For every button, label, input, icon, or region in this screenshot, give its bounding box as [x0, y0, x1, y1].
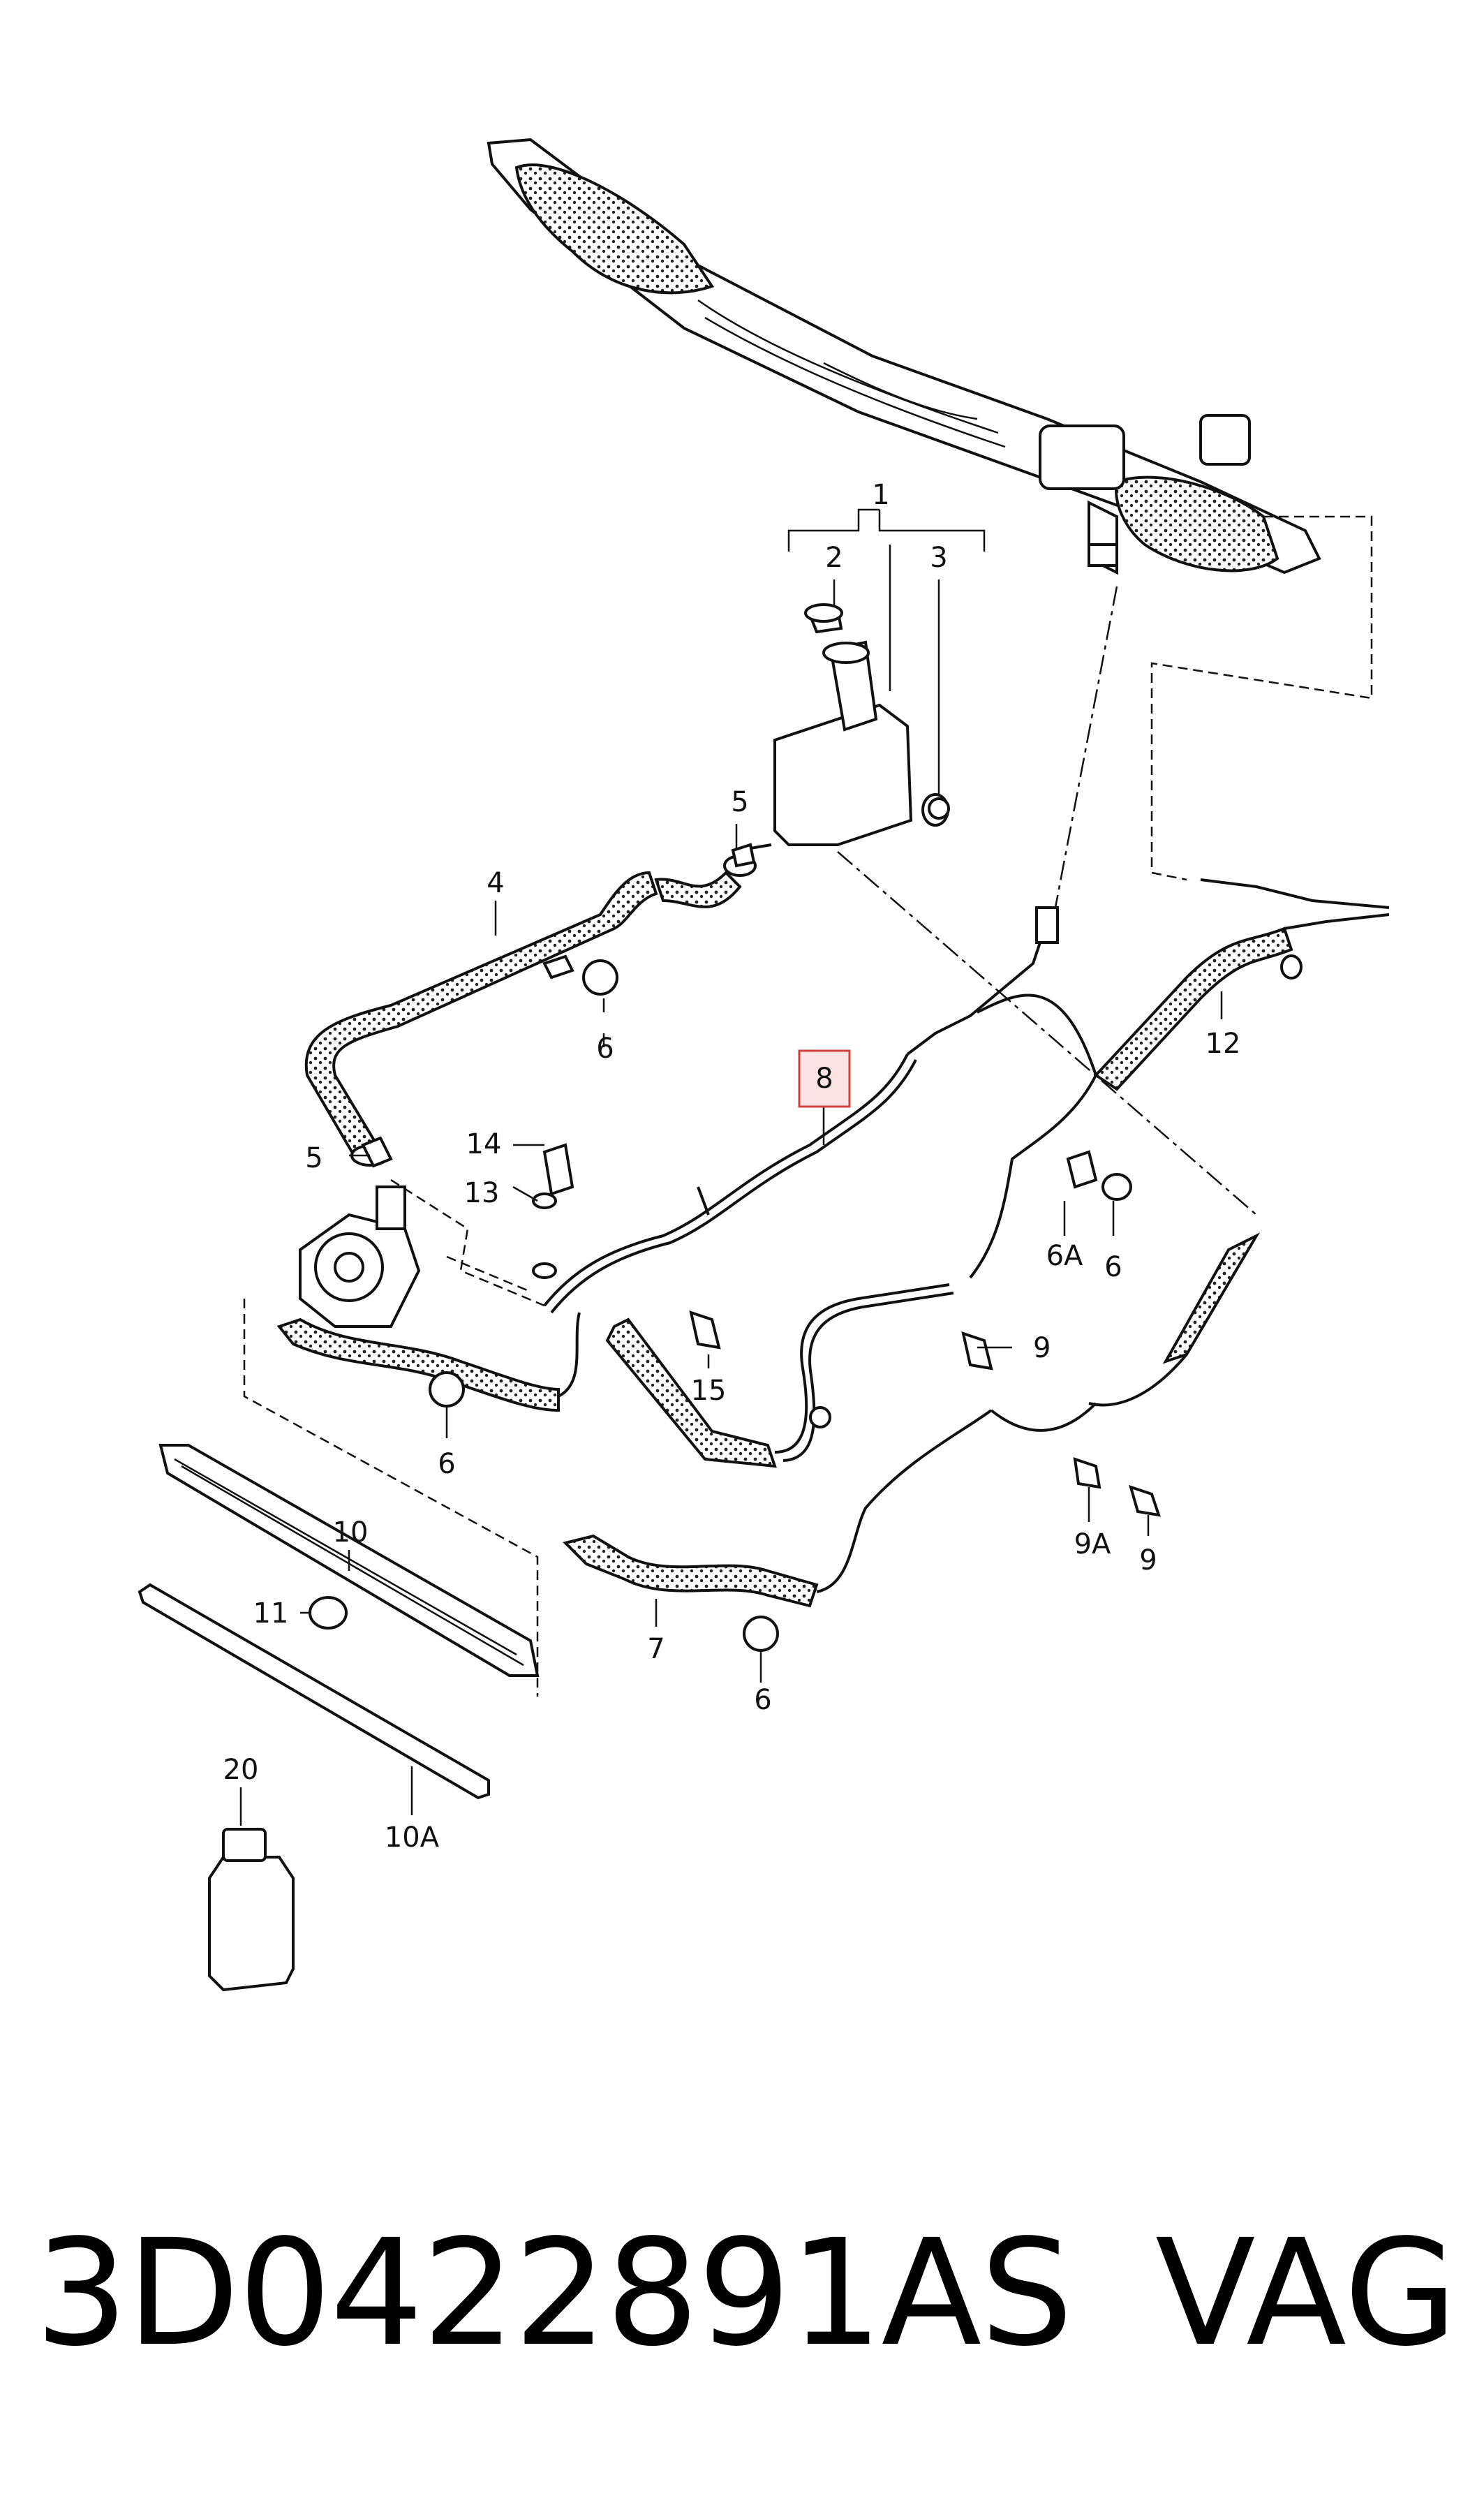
pipe-12 — [969, 878, 1390, 1407]
fluid-bottle-20 — [208, 1828, 295, 1992]
leader-lines — [239, 508, 1223, 1826]
fasteners — [361, 797, 1161, 1517]
brand-name: VAG — [1155, 2208, 1457, 2379]
group-boxes — [243, 515, 1373, 1697]
callout-5-left: 5 — [305, 1142, 322, 1174]
pipe-7 — [563, 1402, 1097, 1652]
callout-3: 3 — [930, 542, 947, 574]
callout-6-upper: 6 — [596, 1033, 614, 1065]
callout-5-top: 5 — [731, 786, 748, 818]
callout-10: 10 — [333, 1516, 369, 1549]
callout-12: 12 — [1205, 1028, 1241, 1060]
steering-rack — [487, 138, 1321, 915]
callout-8: 8 — [815, 1063, 833, 1095]
callout-10A: 10A — [385, 1822, 440, 1854]
callout-6-right: 6 — [1104, 1251, 1122, 1283]
bracket-10A — [138, 1583, 490, 1800]
callout-9-upper: 9 — [1033, 1332, 1051, 1364]
callout-6-lower: 6 — [754, 1684, 771, 1716]
steering-pump — [299, 1185, 421, 1328]
callout-13: 13 — [464, 1177, 500, 1209]
callout-7: 7 — [647, 1633, 665, 1665]
pipe-8 — [543, 906, 1059, 1468]
highlight-box-8 — [798, 1049, 851, 1108]
callout-2: 2 — [825, 542, 843, 574]
return-hose — [276, 1312, 581, 1412]
hose-4 — [304, 855, 757, 1167]
callout-9A: 9A — [1074, 1528, 1111, 1560]
callout-9-lower: 9 — [1139, 1544, 1157, 1576]
fluid-reservoir — [750, 603, 1257, 1216]
callout-4: 4 — [487, 867, 504, 899]
callout-6-left: 6 — [438, 1448, 455, 1480]
part-number: 3D0422891AS — [35, 2208, 1074, 2379]
callout-6A: 6A — [1046, 1240, 1083, 1272]
callout-15: 15 — [691, 1375, 727, 1407]
nut-11 — [309, 1596, 348, 1630]
callout-14: 14 — [466, 1128, 502, 1160]
callout-labels: 1 2 3 4 5 5 6 6 6 6 6A 7 8 9 9 9A 10 10A… — [223, 479, 1241, 1854]
callout-11: 11 — [253, 1597, 289, 1630]
callout-1: 1 — [872, 479, 889, 511]
callout-20: 20 — [223, 1754, 259, 1786]
